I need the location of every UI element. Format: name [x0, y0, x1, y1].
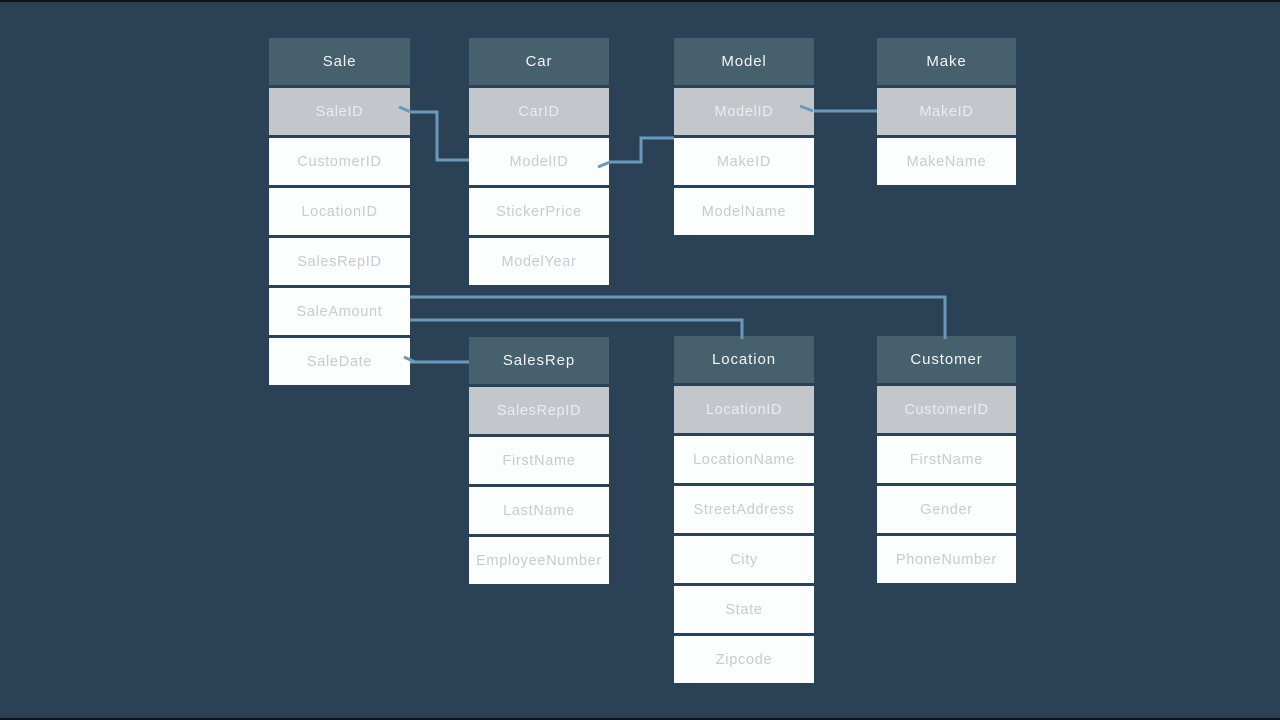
table-title-salesrep: SalesRep: [469, 337, 609, 384]
field-modelid: ModelID: [469, 138, 609, 185]
pk-field-makeid: MakeID: [877, 88, 1016, 135]
pk-field-salesrepid: SalesRepID: [469, 387, 609, 434]
field-employeenumber: EmployeeNumber: [469, 537, 609, 584]
relationship-sale-saleid-to-car-modelid: [410, 110, 469, 162]
field-locationid: LocationID: [269, 188, 410, 235]
relationship-sale-to-customer: [410, 295, 947, 339]
field-state: State: [674, 586, 814, 633]
field-city: City: [674, 536, 814, 583]
field-modelname: ModelName: [674, 188, 814, 235]
field-customerid: CustomerID: [269, 138, 410, 185]
field-modelyear: ModelYear: [469, 238, 609, 285]
field-gender: Gender: [877, 486, 1016, 533]
table-title-sale: Sale: [269, 38, 410, 85]
top-edge-bar: [0, 0, 1280, 2]
pk-field-modelid: ModelID: [674, 88, 814, 135]
field-locationname: LocationName: [674, 436, 814, 483]
pk-field-locationid: LocationID: [674, 386, 814, 433]
field-saleamount: SaleAmount: [269, 288, 410, 335]
field-makeid: MakeID: [674, 138, 814, 185]
field-makename: MakeName: [877, 138, 1016, 185]
field-phonenumber: PhoneNumber: [877, 536, 1016, 583]
pk-field-carid: CarID: [469, 88, 609, 135]
bottom-edge-bar: [0, 718, 1280, 720]
field-stickerprice: StickerPrice: [469, 188, 609, 235]
table-title-make: Make: [877, 38, 1016, 85]
field-zipcode: Zipcode: [674, 636, 814, 683]
field-lastname: LastName: [469, 487, 609, 534]
field-firstname: FirstName: [469, 437, 609, 484]
pk-field-customerid: CustomerID: [877, 386, 1016, 433]
field-streetaddress: StreetAddress: [674, 486, 814, 533]
table-title-location: Location: [674, 336, 814, 383]
table-title-customer: Customer: [877, 336, 1016, 383]
field-firstname: FirstName: [877, 436, 1016, 483]
field-saledate: SaleDate: [269, 338, 410, 385]
pk-field-saleid: SaleID: [269, 88, 410, 135]
table-title-model: Model: [674, 38, 814, 85]
relationship-car-modelid-to-model-modelid: [609, 136, 674, 164]
field-salesrepid: SalesRepID: [269, 238, 410, 285]
table-title-car: Car: [469, 38, 609, 85]
